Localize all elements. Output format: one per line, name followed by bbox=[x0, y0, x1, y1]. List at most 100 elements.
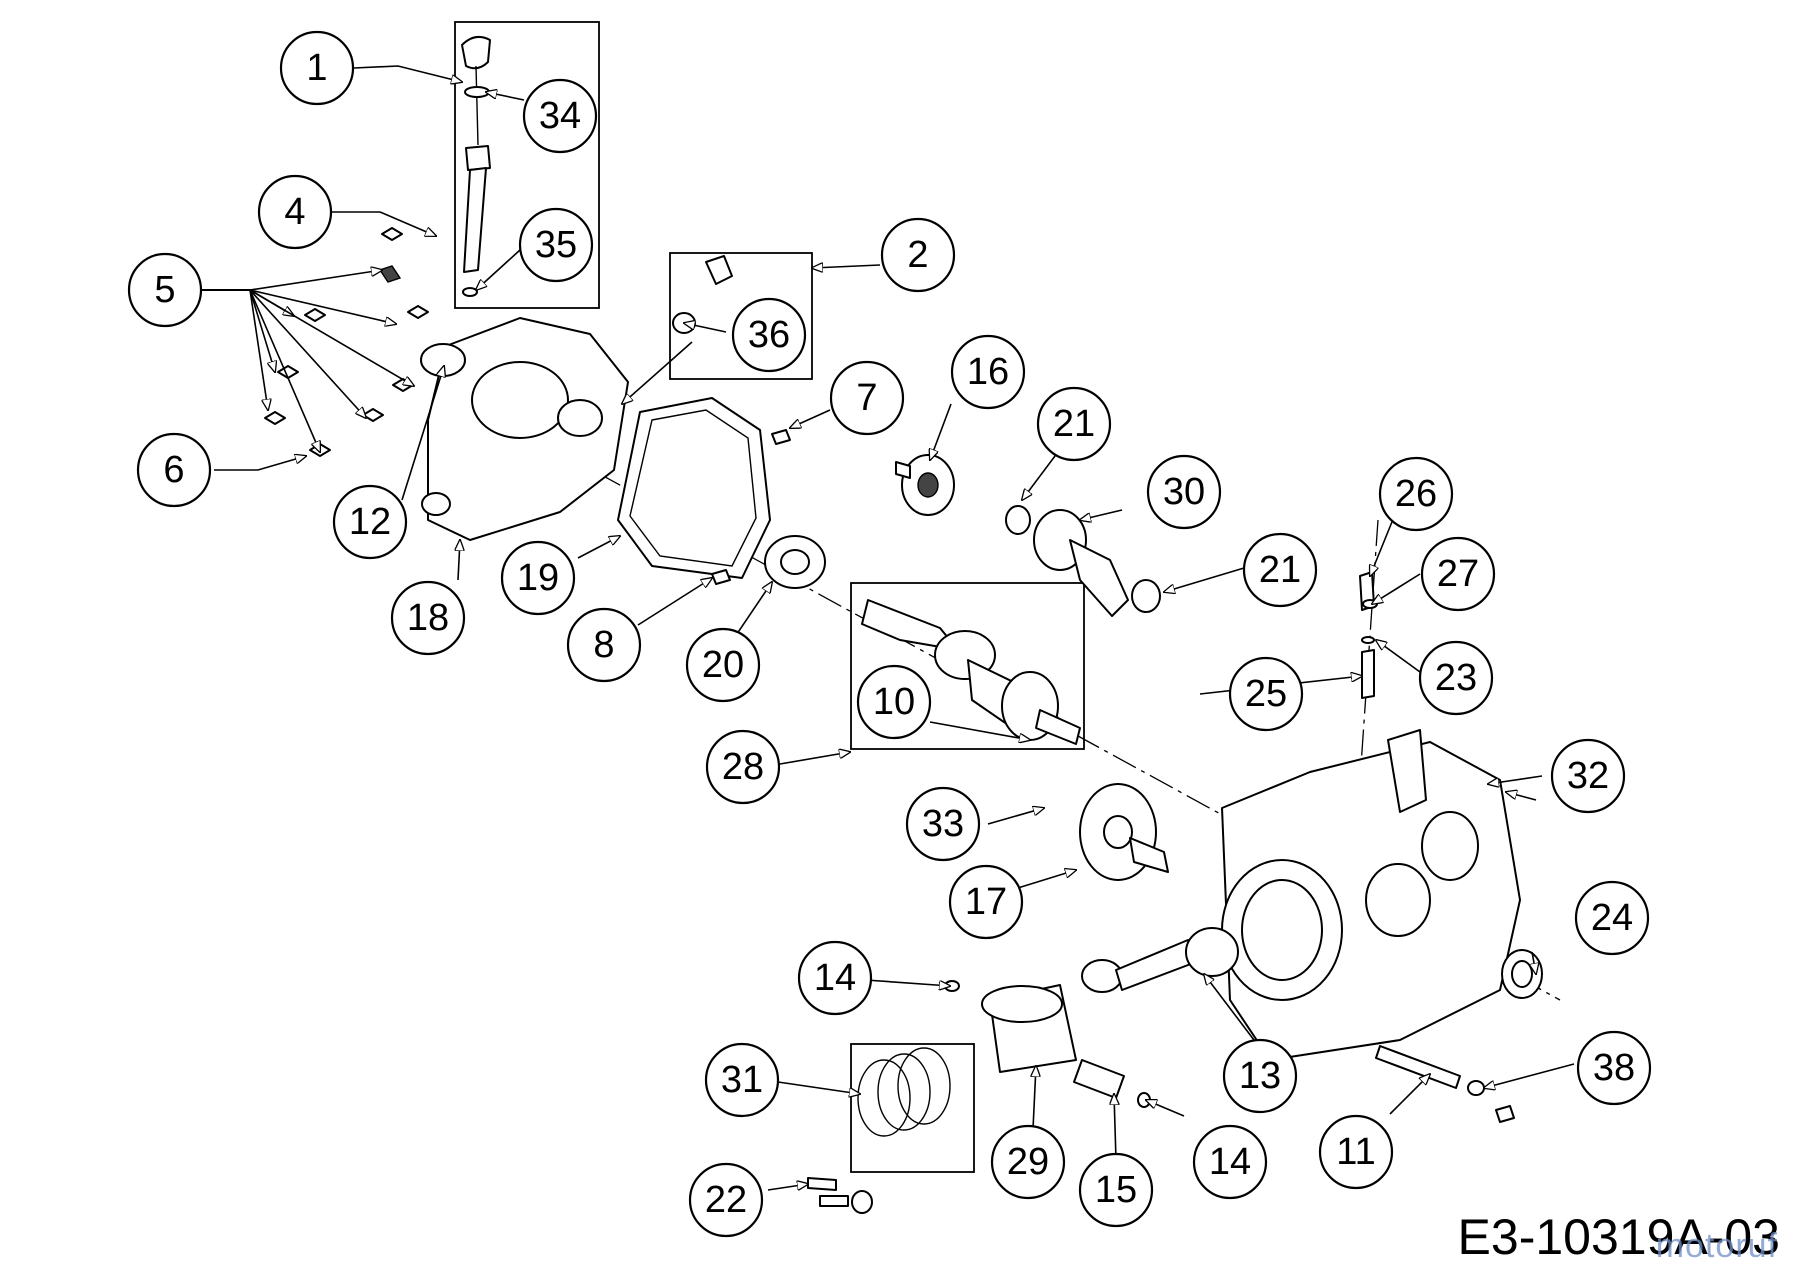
callout-29-label: 29 bbox=[1007, 1141, 1049, 1183]
callout-25: 25 bbox=[1228, 656, 1304, 732]
callout-14b: 14 bbox=[1192, 1124, 1268, 1200]
callout-19-label: 19 bbox=[517, 557, 559, 599]
callout-2-label: 2 bbox=[907, 234, 928, 276]
callout-15-label: 15 bbox=[1095, 1169, 1137, 1211]
oil-seal-part bbox=[1501, 949, 1543, 999]
camshaft-part bbox=[1079, 783, 1169, 881]
callout-14a-label: 14 bbox=[814, 957, 856, 999]
kit-boxes bbox=[454, 21, 1085, 1173]
callout-13: 13 bbox=[1222, 1038, 1298, 1114]
balancer-shaft-part bbox=[1005, 505, 1161, 617]
callout-31-label: 31 bbox=[721, 1059, 763, 1101]
callout-4: 4 bbox=[257, 174, 333, 250]
callout-35: 35 bbox=[518, 207, 594, 283]
callout-13-label: 13 bbox=[1239, 1055, 1281, 1097]
callout-22-label: 22 bbox=[705, 1179, 747, 1221]
crankshaft-part bbox=[861, 599, 1081, 745]
callout-11: 11 bbox=[1318, 1114, 1394, 1190]
callout-27: 27 bbox=[1420, 536, 1496, 612]
callout-36: 36 bbox=[731, 297, 807, 373]
callout-8: 8 bbox=[566, 607, 642, 683]
callout-21a-label: 21 bbox=[1053, 403, 1095, 445]
callout-28: 28 bbox=[705, 729, 781, 805]
callout-20: 20 bbox=[685, 627, 761, 703]
piston-part bbox=[981, 984, 1077, 1073]
callout-33: 33 bbox=[905, 786, 981, 862]
callout-26: 26 bbox=[1378, 456, 1454, 532]
callout-11-label: 11 bbox=[1336, 1131, 1375, 1173]
callout-36-label: 36 bbox=[748, 314, 790, 356]
callout-22: 22 bbox=[688, 1162, 764, 1238]
callout-7-label: 7 bbox=[856, 377, 877, 419]
callout-12: 12 bbox=[332, 484, 408, 560]
callout-23-label: 23 bbox=[1435, 657, 1477, 699]
piston-rings-part bbox=[857, 1047, 951, 1137]
drawing-code: E3-10319A-03 bbox=[1457, 1209, 1780, 1265]
callout-38-label: 38 bbox=[1593, 1047, 1635, 1089]
bearing-part bbox=[764, 535, 826, 589]
callout-21a: 21 bbox=[1036, 386, 1112, 462]
callout-18-label: 18 bbox=[407, 597, 449, 639]
dowel-pins-part bbox=[711, 429, 791, 585]
cylinder-bolts-part bbox=[807, 1177, 873, 1214]
dipstick-kit-box bbox=[454, 21, 600, 309]
callout-5-label: 5 bbox=[154, 269, 175, 311]
callout-18: 18 bbox=[390, 580, 466, 656]
dipstick-part bbox=[461, 35, 491, 297]
callout-17-label: 17 bbox=[965, 881, 1007, 923]
callout-32-label: 32 bbox=[1567, 755, 1609, 797]
callout-25-label: 25 bbox=[1245, 673, 1287, 715]
callout-31: 31 bbox=[704, 1042, 780, 1118]
callout-16-label: 16 bbox=[967, 351, 1009, 393]
callout-1-label: 1 bbox=[306, 47, 327, 89]
callout-14a: 14 bbox=[797, 940, 873, 1016]
callout-34: 34 bbox=[522, 78, 598, 154]
drain-plug-kit-box bbox=[669, 252, 813, 380]
callout-7: 7 bbox=[829, 360, 905, 436]
governor-gear-part bbox=[895, 454, 955, 516]
callout-27-label: 27 bbox=[1437, 553, 1479, 595]
callout-17: 17 bbox=[948, 864, 1024, 940]
callout-6-label: 6 bbox=[163, 449, 184, 491]
callout-38: 38 bbox=[1576, 1030, 1652, 1106]
callout-14b-label: 14 bbox=[1209, 1141, 1251, 1183]
callout-12-label: 12 bbox=[349, 501, 391, 543]
piston-ring-kit-box bbox=[850, 1043, 975, 1173]
callout-33-label: 33 bbox=[922, 803, 964, 845]
callout-26-label: 26 bbox=[1395, 473, 1437, 515]
callout-28-label: 28 bbox=[722, 746, 764, 788]
callout-6: 6 bbox=[136, 432, 212, 508]
callout-2: 2 bbox=[880, 217, 956, 293]
callout-24: 24 bbox=[1574, 880, 1650, 956]
watermark-logo: motoruf bbox=[1655, 1227, 1778, 1265]
callout-5: 5 bbox=[127, 252, 203, 328]
callout-21b-label: 21 bbox=[1259, 549, 1301, 591]
callout-23: 23 bbox=[1418, 640, 1494, 716]
callout-30-label: 30 bbox=[1163, 471, 1205, 513]
callout-29: 29 bbox=[990, 1124, 1066, 1200]
callout-32: 32 bbox=[1550, 738, 1626, 814]
connecting-rod-part bbox=[1081, 927, 1239, 993]
callout-34-label: 34 bbox=[539, 95, 581, 137]
callout-1: 1 bbox=[279, 30, 355, 106]
callout-21b: 21 bbox=[1242, 532, 1318, 608]
cylinder-block-part bbox=[1221, 729, 1521, 1061]
shaft-part bbox=[1375, 1045, 1515, 1123]
callout-10-label: 10 bbox=[873, 681, 915, 723]
callout-24-label: 24 bbox=[1591, 897, 1633, 939]
callout-20-label: 20 bbox=[702, 644, 744, 686]
governor-arm-part bbox=[1359, 571, 1378, 699]
callout-16: 16 bbox=[950, 334, 1026, 410]
crankshaft-kit-box bbox=[850, 582, 1085, 750]
callout-15: 15 bbox=[1078, 1152, 1154, 1228]
bolts-part bbox=[264, 227, 429, 457]
callout-35-label: 35 bbox=[535, 224, 577, 266]
gasket-part bbox=[617, 397, 771, 579]
callout-10: 10 bbox=[856, 664, 932, 740]
drain-plug-part bbox=[672, 255, 733, 334]
callout-19: 19 bbox=[500, 540, 576, 616]
crankcase-cover-part bbox=[420, 317, 629, 541]
callout-4-label: 4 bbox=[284, 191, 305, 233]
callout-30: 30 bbox=[1146, 454, 1222, 530]
